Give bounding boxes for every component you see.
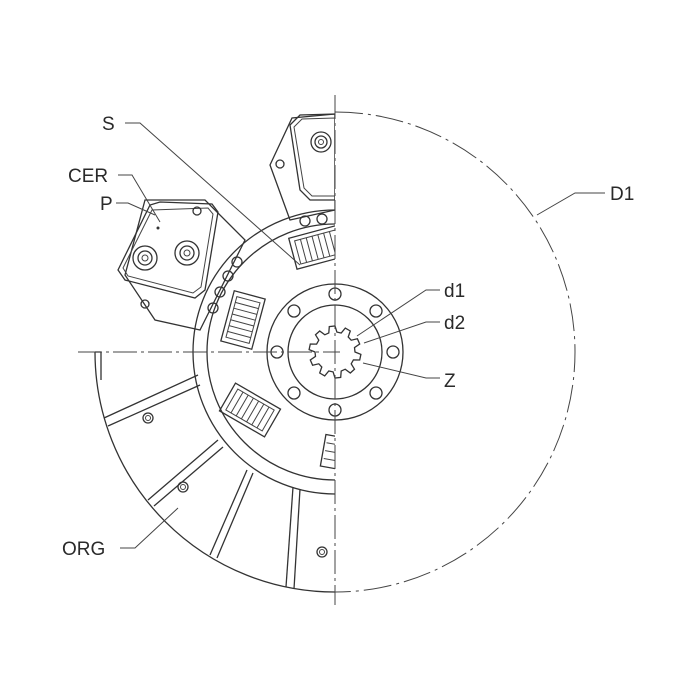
label-d2: d2 <box>444 313 465 334</box>
friction-sector <box>94 351 335 593</box>
label-d1-small: d1 <box>444 281 465 302</box>
label-s: S <box>102 114 115 135</box>
label-cer: CER <box>68 166 108 187</box>
bolt-hole <box>369 386 383 400</box>
leader-lines <box>116 122 605 549</box>
ceramic-pad-left <box>117 199 246 331</box>
bolt-hole <box>386 345 400 359</box>
rivets <box>142 412 328 558</box>
ceramic-pad-top <box>269 113 335 221</box>
label-p: P <box>100 194 113 215</box>
bolt-hole <box>287 386 301 400</box>
label-z: Z <box>444 371 456 392</box>
damper-springs <box>218 224 335 471</box>
outer-diameter-circle <box>334 111 576 593</box>
label-org: ORG <box>62 539 105 560</box>
rim-holes <box>207 213 328 314</box>
bolt-hole <box>287 304 301 318</box>
bolt-hole <box>369 304 383 318</box>
spline-bore <box>308 325 362 379</box>
label-d1-outer: D1 <box>610 184 634 205</box>
segment-dividers <box>103 374 301 590</box>
